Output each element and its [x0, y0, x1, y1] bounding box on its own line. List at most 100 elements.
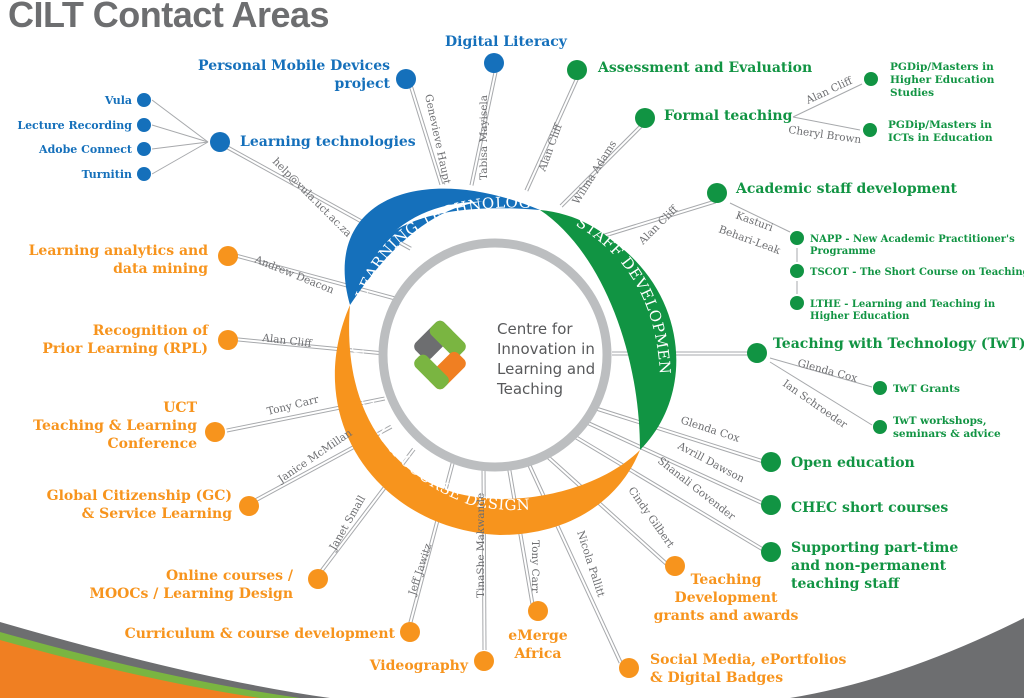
center-title-line: Centre for — [497, 320, 573, 338]
area-label-curriculum-8[interactable]: Social Media, ePortfolios — [650, 652, 846, 668]
ring-segment-learning-technologies — [350, 200, 540, 305]
area-label-digital-literacy[interactable]: Digital Literacy — [445, 34, 568, 50]
node-curriculum-area-5[interactable] — [400, 622, 420, 642]
node-chec[interactable] — [761, 495, 781, 515]
node-curriculum-area-2[interactable] — [205, 422, 225, 442]
area-label-curriculum-8[interactable]: & Digital Badges — [650, 670, 783, 686]
contact-name: Alan Cliff — [261, 332, 314, 350]
spoke-line — [472, 72, 498, 186]
sub-connector — [792, 116, 861, 131]
node-open-education[interactable] — [761, 452, 781, 472]
sub-item-label[interactable]: Vula — [104, 94, 132, 107]
contact-name: Janice McMillan — [275, 427, 354, 486]
node-curriculum-area-3[interactable] — [239, 496, 259, 516]
area-label-curriculum-2[interactable]: UCT — [163, 400, 197, 416]
area-label-curriculum-6[interactable]: Videography — [369, 658, 469, 674]
sub-connector — [729, 202, 791, 233]
spoke-line — [524, 74, 578, 191]
area-label-curriculum-3[interactable]: Global Citizenship (GC) — [47, 488, 232, 504]
spoke-line — [583, 422, 769, 509]
node-assessment-evaluation[interactable] — [567, 60, 587, 80]
area-label-formal-teaching[interactable]: Formal teaching — [664, 108, 793, 124]
spoke-line — [481, 465, 484, 651]
area-label-supporting-part-time[interactable]: Supporting part-time — [791, 540, 958, 556]
spoke-line — [527, 76, 581, 192]
node-pgdip-icts[interactable] — [863, 123, 877, 137]
area-label-curriculum-3[interactable]: & Service Learning — [82, 506, 233, 522]
node-digital-literacy[interactable] — [484, 53, 504, 73]
footer-orange-band — [0, 640, 260, 698]
page-title: CILT Contact Areas — [8, 0, 330, 35]
node-curriculum-area-0[interactable] — [218, 246, 238, 266]
area-label-curriculum-9[interactable]: Development — [675, 590, 778, 606]
node-sub-vula[interactable] — [137, 93, 151, 107]
area-label-supporting-part-time[interactable]: teaching staff — [791, 576, 901, 592]
sub-item-label[interactable]: Turnitin — [82, 168, 132, 181]
area-label-open-education[interactable]: Open education — [791, 455, 915, 471]
area-label-personal-mobile-devices[interactable]: Personal Mobile Devices — [198, 58, 390, 74]
area-label-learning-technologies[interactable]: Learning technologies — [240, 134, 416, 150]
sub-item-label: TwT workshops, — [893, 415, 986, 427]
node-twt-workshops[interactable] — [873, 420, 887, 434]
node-curriculum-area-6[interactable] — [474, 651, 494, 671]
node-curriculum-area-7[interactable] — [528, 601, 548, 621]
spoke-line — [406, 459, 453, 630]
node-sub-lecture-recording[interactable] — [137, 118, 151, 132]
spoke-line — [227, 339, 386, 356]
node-curriculum-area-9[interactable] — [665, 556, 685, 576]
area-label-personal-mobile-devices[interactable]: project — [335, 76, 391, 92]
node-sub-1[interactable] — [790, 264, 804, 278]
area-label-curriculum-5[interactable]: Curriculum & course development — [125, 626, 396, 642]
node-learning-technologies[interactable] — [210, 132, 230, 152]
sub-item-label[interactable]: Adobe Connect — [38, 143, 133, 156]
area-label-curriculum-4[interactable]: MOOCs / Learning Design — [89, 586, 293, 602]
area-label-curriculum-9[interactable]: grants and awards — [654, 608, 799, 624]
area-label-curriculum-1[interactable]: Prior Learning (RPL) — [42, 341, 208, 357]
area-label-curriculum-7[interactable]: eMerge — [508, 628, 567, 644]
area-label-curriculum-4[interactable]: Online courses / — [166, 568, 294, 584]
spoke-line — [585, 202, 717, 244]
sub-item-label: NAPP - New Academic Practitioner's — [810, 234, 1015, 245]
node-sub-2[interactable] — [790, 296, 804, 310]
logo-green-piece-2 — [414, 354, 449, 390]
area-label-curriculum-2[interactable]: Teaching & Learning — [33, 418, 197, 434]
area-label-curriculum-0[interactable]: Learning analytics and — [29, 243, 209, 259]
node-sub-0[interactable] — [790, 231, 804, 245]
sub-item-label[interactable]: Lecture Recording — [17, 119, 132, 132]
sub-connector — [769, 357, 873, 388]
sub-connector — [792, 83, 863, 118]
area-label-assessment-evaluation[interactable]: Assessment and Evaluation — [597, 60, 812, 76]
area-label-twt[interactable]: Teaching with Technology (TwT) — [773, 336, 1024, 352]
area-label-curriculum-2[interactable]: Conference — [108, 436, 198, 452]
sub-item-label: LTHE - Learning and Teaching in — [810, 299, 996, 310]
node-twt[interactable] — [747, 343, 767, 363]
node-sub-turnitin[interactable] — [137, 167, 151, 181]
node-pgdip-hes[interactable] — [864, 72, 878, 86]
area-label-curriculum-9[interactable]: Teaching — [691, 572, 762, 588]
area-label-academic-staff-development[interactable]: Academic staff development — [735, 181, 958, 197]
node-academic-staff-development[interactable] — [707, 183, 727, 203]
node-supporting-part-time[interactable] — [761, 542, 781, 562]
spoke-line — [584, 419, 771, 506]
ring-segment-curriculum — [334, 305, 640, 535]
area-label-curriculum-1[interactable]: Recognition of — [93, 323, 209, 339]
node-curriculum-area-1[interactable] — [218, 330, 238, 350]
area-label-chec[interactable]: CHEC short courses — [791, 500, 948, 516]
node-curriculum-area-4[interactable] — [308, 569, 328, 589]
contact-name: TinaShe Makwande — [475, 493, 487, 598]
spoke-line — [588, 407, 770, 466]
sub-item-label: Studies — [890, 87, 934, 99]
node-formal-teaching[interactable] — [635, 108, 655, 128]
node-curriculum-area-8[interactable] — [619, 658, 639, 678]
area-label-supporting-part-time[interactable]: and non-permanent — [791, 558, 947, 574]
node-sub-adobe-connect[interactable] — [137, 142, 151, 156]
contact-name: Alan Cliff — [536, 121, 565, 174]
area-label-curriculum-7[interactable]: Africa — [514, 646, 562, 662]
node-twt-grants[interactable] — [873, 381, 887, 395]
contact-name: Genevieve Haupt — [422, 93, 453, 186]
spoke-line — [509, 464, 536, 611]
footer-swoosh — [0, 618, 1024, 698]
node-personal-mobile-devices[interactable] — [396, 69, 416, 89]
area-label-curriculum-0[interactable]: data mining — [113, 261, 208, 277]
